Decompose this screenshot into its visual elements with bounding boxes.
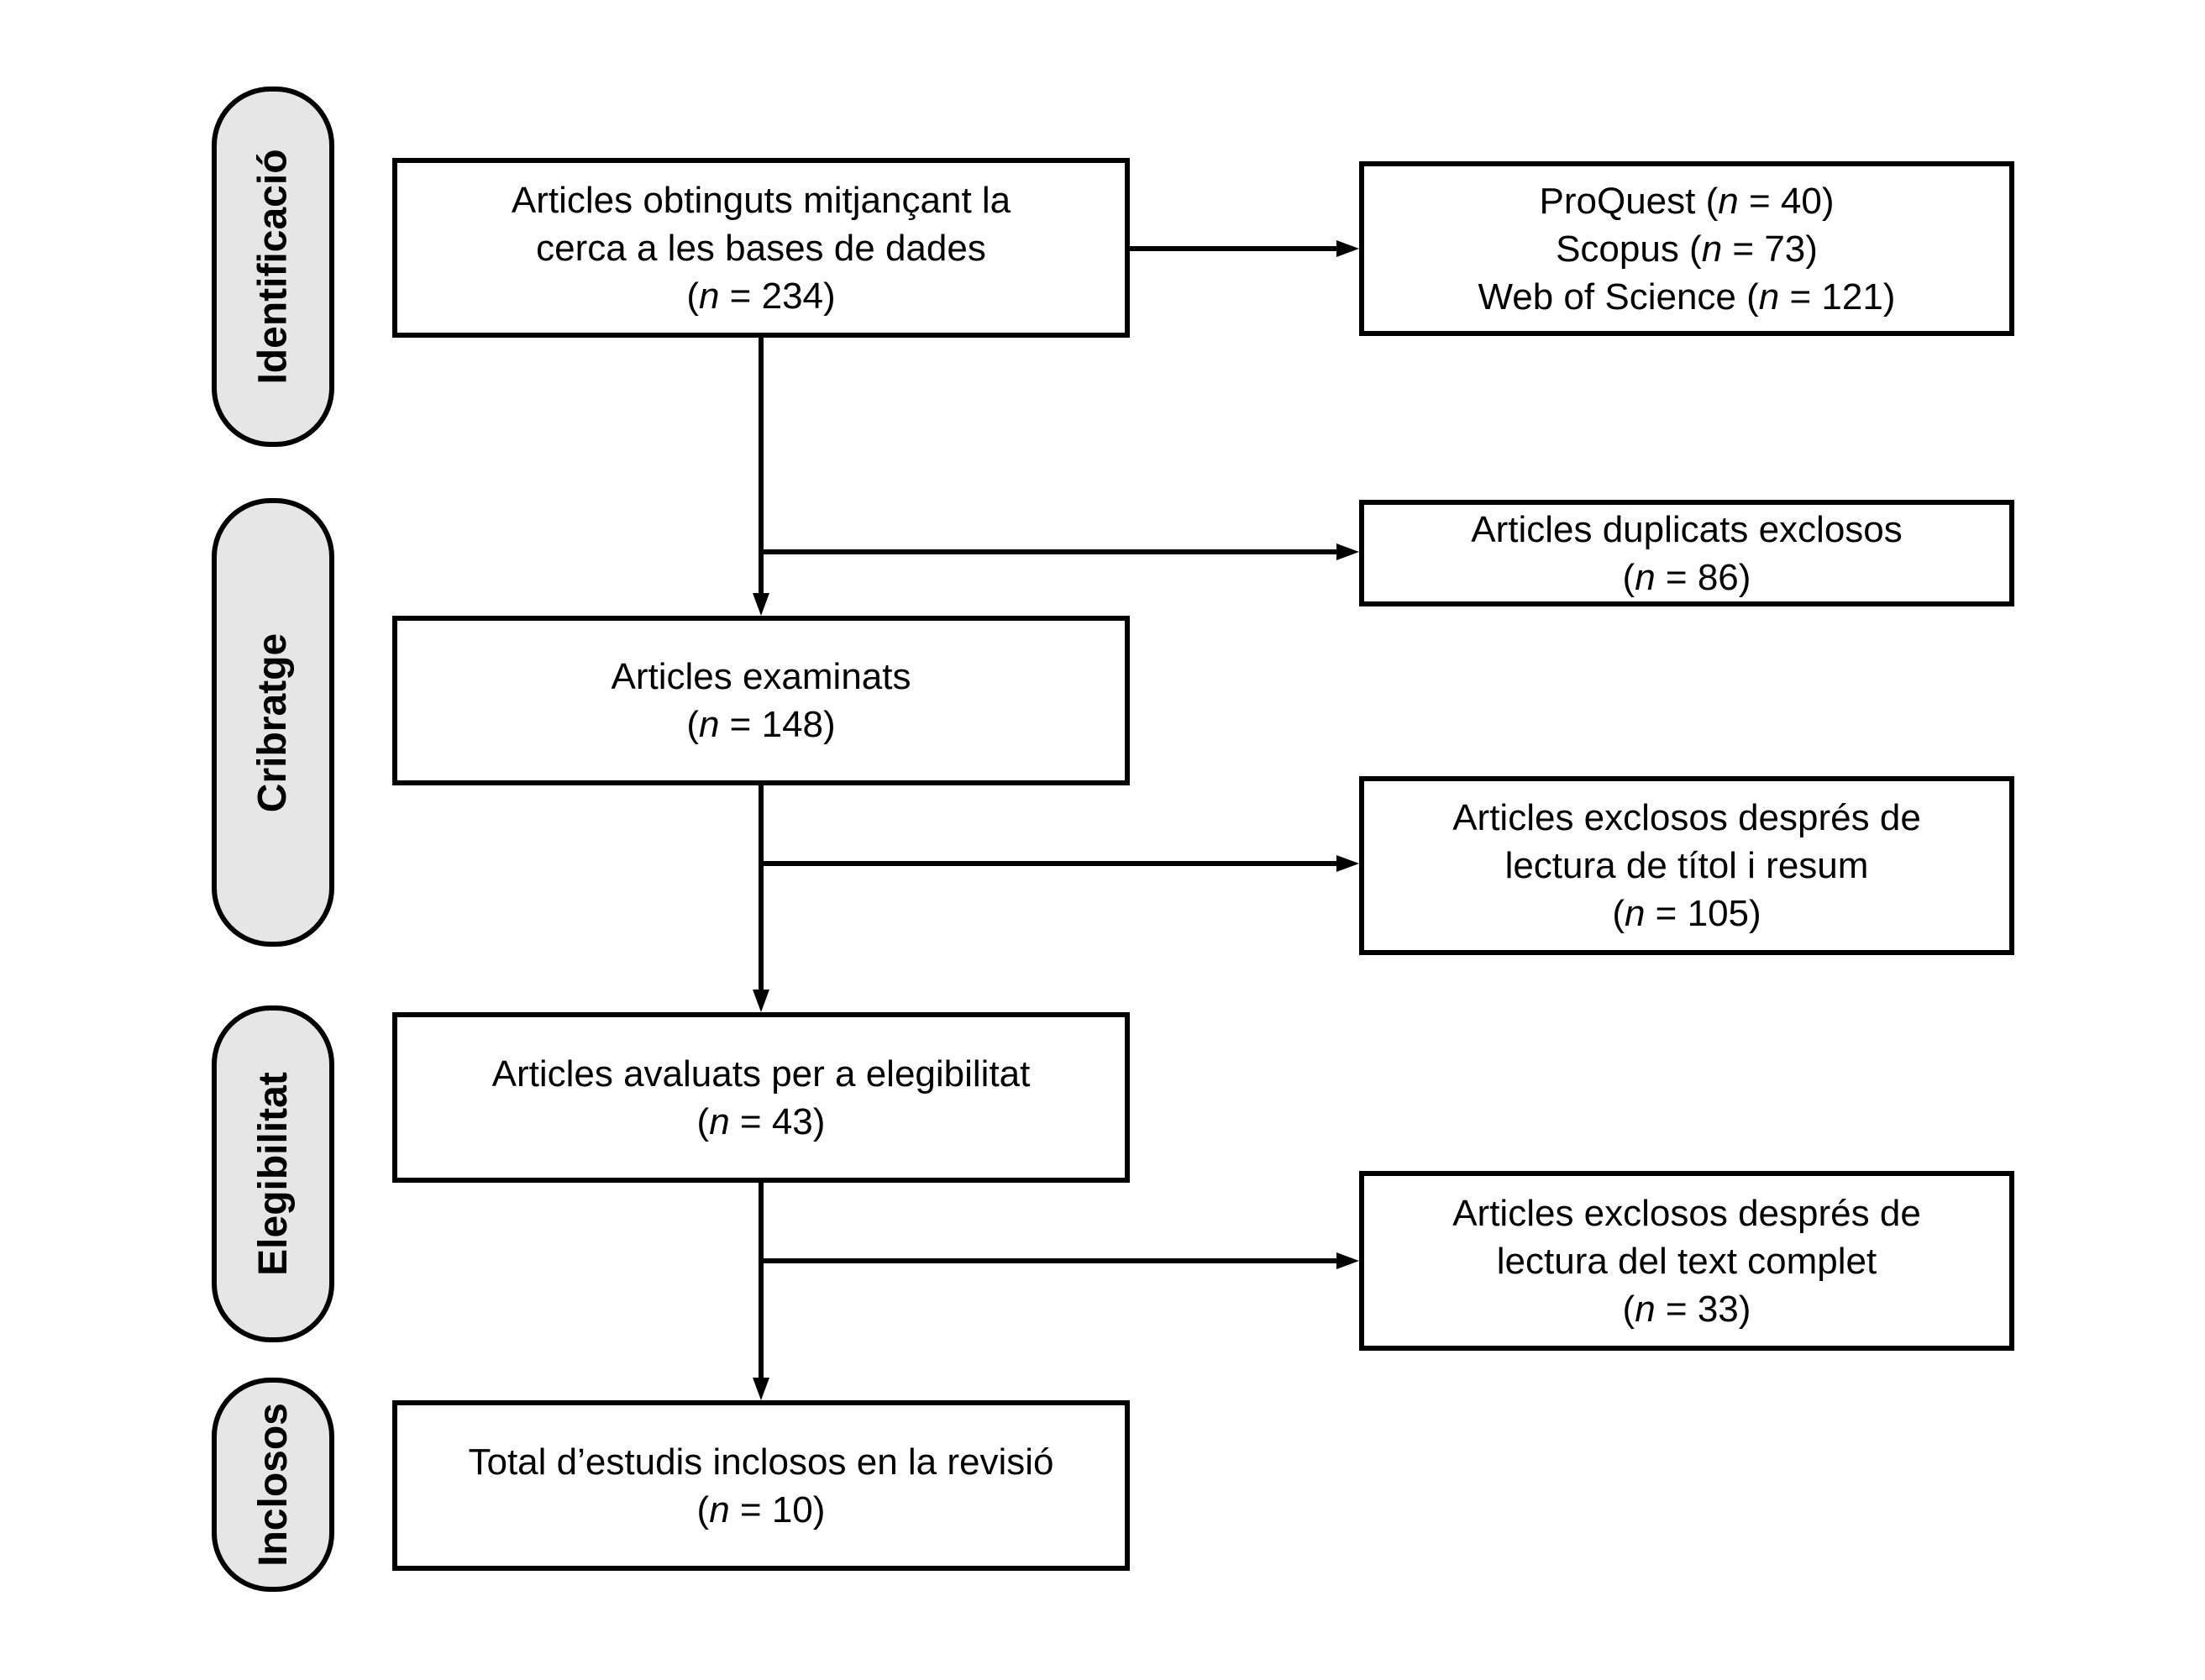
text-post: = 40) [1738, 180, 1835, 222]
arrow-line [759, 338, 764, 594]
text-pre: ( [696, 1488, 710, 1530]
text-pre: ProQuest ( [1539, 180, 1719, 222]
text-line: Articles avaluats per a elegibilitat [397, 1050, 1125, 1098]
arrow-line [761, 549, 1336, 554]
arrowhead-down [753, 990, 769, 1012]
text-line: lectura de títol i resum [1364, 842, 2009, 890]
text-line: (n = 86) [1364, 554, 2009, 601]
arrowhead-down [753, 1378, 769, 1400]
n-variable: n [1758, 276, 1780, 318]
text-pre: lectura de títol i resum [1504, 845, 1869, 886]
text-line: Articles examinats [397, 653, 1125, 701]
text-pre: ( [1622, 1288, 1635, 1330]
text-line: Total d’estudis inclosos en la revisió [397, 1438, 1125, 1486]
text-pre: cerca a les bases de dades [536, 227, 986, 269]
stage-eligibility-label: Elegibilitat [250, 1072, 296, 1276]
text-line: (n = 234) [397, 272, 1125, 320]
arrowhead-right [1336, 1252, 1359, 1269]
arrow-line [759, 785, 764, 990]
box-duplicates-excluded: Articles duplicats exclosos (n = 86) [1359, 500, 2014, 606]
text-line: Scopus (n = 73) [1364, 225, 2009, 273]
text-post: = 121) [1779, 276, 1896, 318]
text-line: lectura del text complet [1364, 1237, 2009, 1285]
text-post: = 10) [729, 1488, 826, 1530]
box-articles-retrieved: Articles obtinguts mitjançant la cerca a… [392, 158, 1130, 338]
n-variable: n [1718, 180, 1739, 222]
text-pre: lectura del text complet [1496, 1240, 1877, 1282]
text-pre: Articles avaluats per a elegibilitat [491, 1053, 1031, 1095]
text-line: (n = 148) [397, 701, 1125, 748]
text-line: cerca a les bases de dades [397, 224, 1125, 272]
n-variable: n [1635, 1288, 1656, 1330]
text-post: = 234) [719, 275, 836, 317]
stage-identification-label: Identificació [250, 149, 296, 385]
arrowhead-right [1336, 240, 1359, 257]
text-post: = 43) [729, 1100, 826, 1142]
box-assessed-eligibility: Articles avaluats per a elegibilitat (n … [392, 1012, 1130, 1183]
n-variable: n [1701, 228, 1723, 270]
n-variable: n [698, 704, 720, 745]
text-post: = 33) [1655, 1288, 1751, 1330]
arrowhead-right [1336, 855, 1359, 872]
arrow-line [761, 1258, 1336, 1263]
text-pre: ( [1622, 556, 1635, 598]
text-pre: Articles duplicats exclosos [1471, 508, 1903, 550]
arrow-line [761, 861, 1336, 866]
stage-identification: Identificació [212, 87, 334, 447]
n-variable: n [709, 1488, 730, 1530]
stage-screening: Cribratge [212, 498, 334, 947]
text-pre: ( [1612, 893, 1625, 934]
box-excluded-title-abstract: Articles exclosos després de lectura de … [1359, 776, 2014, 955]
arrow-line [1130, 246, 1336, 251]
n-variable: n [1624, 893, 1646, 934]
text-pre: Scopus ( [1556, 228, 1702, 270]
text-pre: Articles examinats [611, 656, 911, 697]
text-pre: ( [686, 704, 699, 745]
n-variable: n [698, 275, 720, 317]
stage-screening-label: Cribratge [250, 633, 296, 812]
text-line: (n = 105) [1364, 890, 2009, 937]
text-line: Articles obtinguts mitjançant la [397, 176, 1125, 224]
text-line: (n = 10) [397, 1486, 1125, 1534]
n-variable: n [1635, 556, 1656, 598]
stage-included-label: Inclosos [250, 1403, 296, 1567]
arrow-line [759, 1183, 764, 1378]
text-line: ProQuest (n = 40) [1364, 177, 2009, 225]
arrowhead-down [753, 593, 769, 616]
text-line: Articles exclosos després de [1364, 794, 2009, 842]
text-pre: Web of Science ( [1478, 276, 1759, 318]
text-line: Web of Science (n = 121) [1364, 273, 2009, 321]
stage-included: Inclosos [212, 1378, 334, 1592]
text-pre: ( [696, 1100, 710, 1142]
text-pre: Articles obtinguts mitjançant la [511, 179, 1011, 221]
text-pre: Articles exclosos després de [1452, 1192, 1921, 1234]
text-pre: Total d’estudis inclosos en la revisió [468, 1441, 1054, 1483]
text-line: Articles duplicats exclosos [1364, 506, 2009, 554]
box-total-included: Total d’estudis inclosos en la revisió (… [392, 1400, 1130, 1571]
n-variable: n [709, 1100, 730, 1142]
text-post: = 105) [1645, 893, 1761, 934]
box-articles-screened: Articles examinats (n = 148) [392, 616, 1130, 785]
text-line: (n = 43) [397, 1098, 1125, 1146]
arrowhead-right [1336, 543, 1359, 560]
text-post: = 86) [1655, 556, 1751, 598]
box-excluded-full-text: Articles exclosos després de lectura del… [1359, 1171, 2014, 1351]
text-line: (n = 33) [1364, 1285, 2009, 1333]
text-post: = 73) [1722, 228, 1818, 270]
text-pre: ( [686, 275, 699, 317]
stage-eligibility: Elegibilitat [212, 1005, 334, 1342]
box-database-sources: ProQuest (n = 40) Scopus (n = 73) Web of… [1359, 161, 2014, 336]
text-pre: Articles exclosos després de [1452, 797, 1921, 838]
text-post: = 148) [719, 704, 836, 745]
text-line: Articles exclosos després de [1364, 1189, 2009, 1237]
